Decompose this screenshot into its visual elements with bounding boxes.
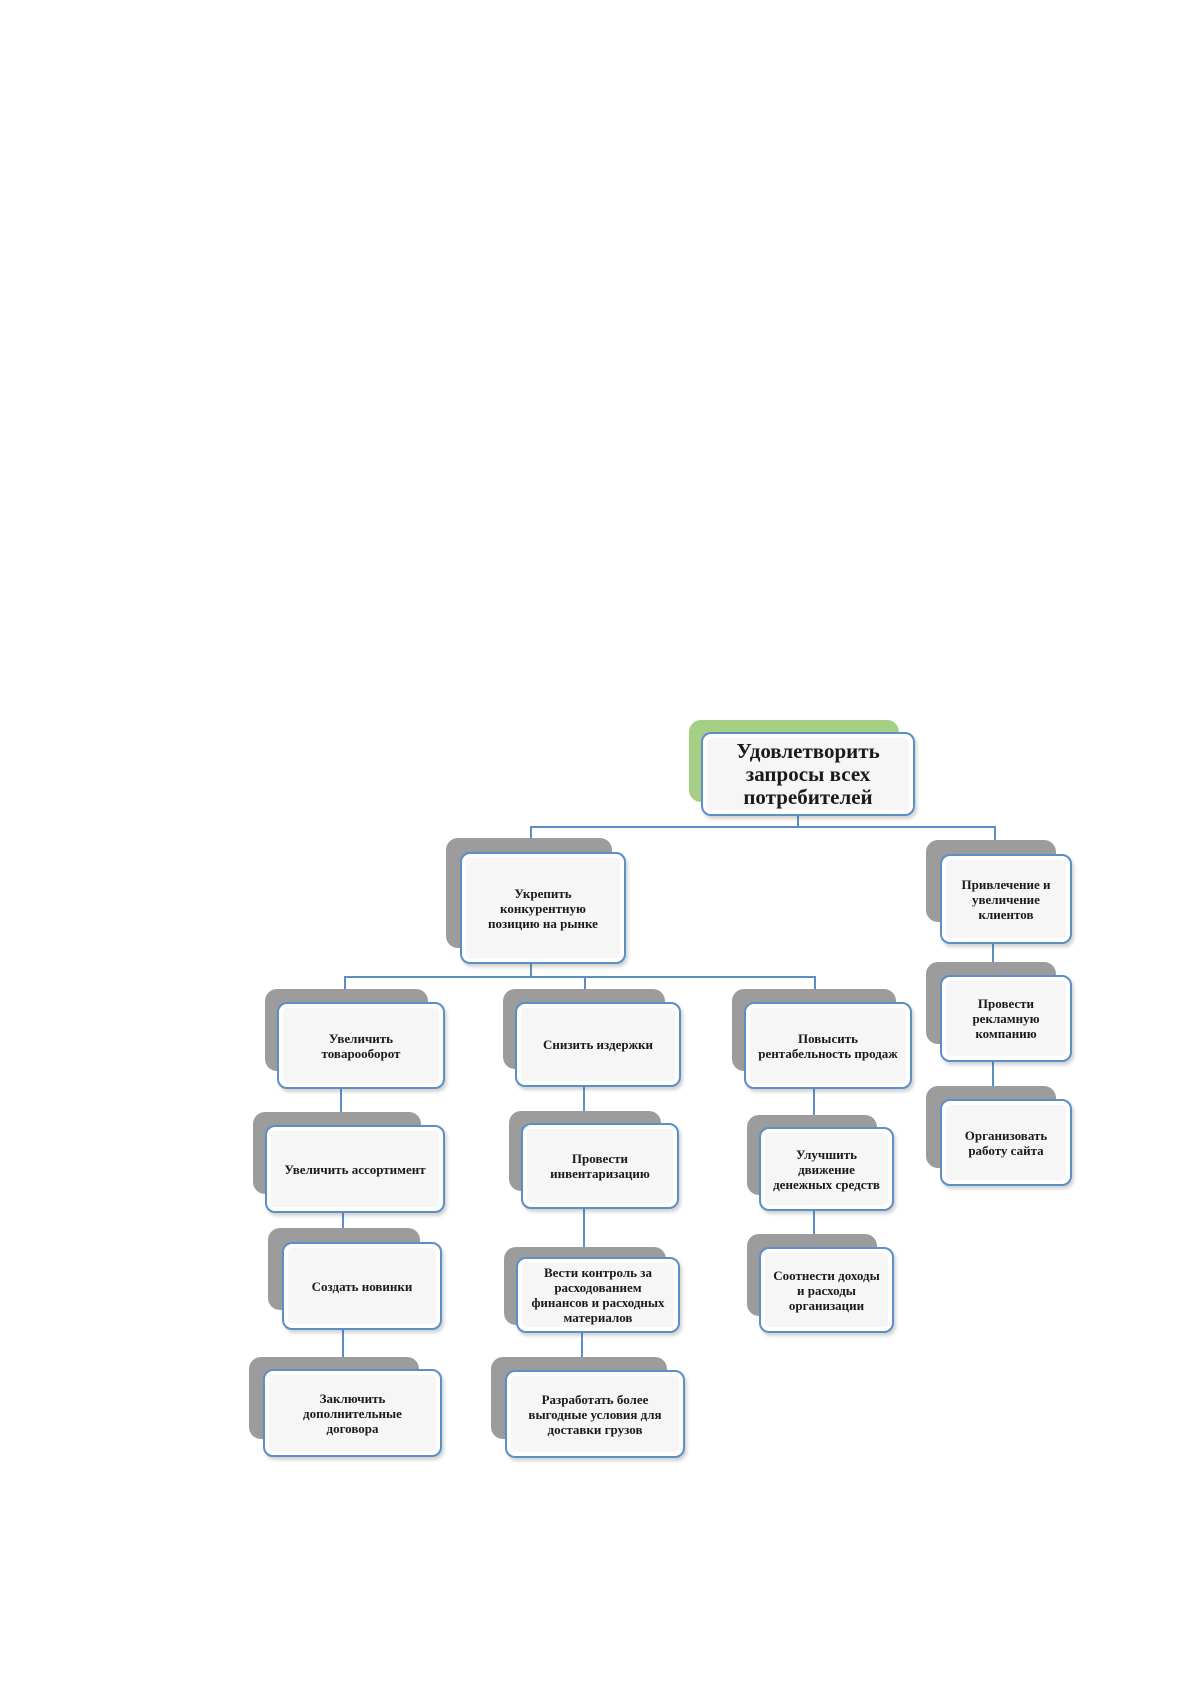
goal-label: Привлечение и увеличение клиентов (961, 876, 1051, 922)
connector (342, 1213, 344, 1228)
goal-node-reduce-costs: Снизить издержки (503, 989, 681, 1087)
goal-label: Укрепить конкурентную позицию на рынке (488, 885, 598, 931)
node-card: Соотнести доходы и расходы организации (759, 1247, 894, 1333)
connector (344, 976, 816, 978)
connector (583, 1087, 585, 1111)
connector (583, 1209, 585, 1247)
connector (814, 976, 816, 989)
node-card: Улучшить движение денежных средств (759, 1127, 894, 1211)
connector (530, 962, 532, 977)
node-card: Провести инвентаризацию (521, 1123, 679, 1209)
node-card: Привлечение и увеличение клиентов (940, 854, 1072, 944)
connector (813, 1089, 815, 1115)
goal-node-increase-turnover: Увеличить товарооборот (265, 989, 445, 1089)
connector (797, 814, 799, 828)
goal-node-increase-assortment: Увеличить ассортимент (253, 1112, 445, 1213)
node-card: Организовать работу сайта (940, 1099, 1072, 1186)
node-card: Увеличить ассортимент (265, 1125, 445, 1213)
node-card: Увеличить товарооборот (277, 1002, 445, 1089)
goal-node-delivery-conditions: Разработать более выгодные условия для д… (491, 1357, 685, 1458)
node-card: Повысить рентабельность продаж (744, 1002, 912, 1089)
connector (994, 826, 996, 840)
root-goal-node: Удовлетворить запросы всех потребителей (689, 720, 915, 816)
goal-label: Снизить издержки (542, 1037, 654, 1052)
goal-label: Повысить рентабельность продаж (758, 1030, 898, 1061)
node-card: Вести контроль за расходованием финансов… (516, 1257, 680, 1333)
goal-label: Заключить дополнительные договора (303, 1390, 402, 1436)
connector (342, 1330, 344, 1357)
connector (344, 976, 346, 989)
goal-node-increase-profitability: Повысить рентабельность продаж (732, 989, 912, 1089)
connector (813, 1211, 815, 1248)
node-card: Снизить издержки (515, 1002, 681, 1087)
connector (530, 826, 996, 828)
goal-node-additional-contracts: Заключить дополнительные договора (249, 1357, 442, 1457)
connector (992, 941, 994, 979)
goal-node-advertising-campaign: Провести рекламную компанию (926, 962, 1072, 1062)
goal-node-website: Организовать работу сайта (926, 1086, 1072, 1186)
goal-label: Провести инвентаризацию (550, 1151, 650, 1181)
goal-label: Вести контроль за расходованием финансов… (531, 1265, 665, 1325)
goal-node-cash-flow: Улучшить движение денежных средств (747, 1115, 894, 1211)
node-card: Удовлетворить запросы всех потребителей (701, 732, 915, 816)
goal-node-create-novelties: Создать новинки (268, 1228, 442, 1330)
connector (584, 976, 586, 989)
goal-label: Разработать более выгодные условия для д… (528, 1391, 662, 1437)
connector (530, 826, 532, 838)
goal-label: Провести рекламную компанию (972, 996, 1040, 1041)
goal-label: Организовать работу сайта (964, 1127, 1048, 1158)
node-card: Создать новинки (282, 1242, 442, 1330)
node-card: Укрепить конкурентную позицию на рынке (460, 852, 626, 964)
goal-node-competitive-position: Укрепить конкурентную позицию на рынке (446, 838, 626, 964)
root-goal-label: Удовлетворить запросы всех потребителей (736, 738, 880, 809)
goal-label: Соотнести доходы и расходы организации (773, 1267, 880, 1313)
goal-label: Улучшить движение денежных средств (773, 1146, 880, 1192)
connector (581, 1333, 583, 1357)
node-card: Провести рекламную компанию (940, 975, 1072, 1062)
goal-node-attract-clients: Привлечение и увеличение клиентов (926, 840, 1072, 944)
node-card: Разработать более выгодные условия для д… (505, 1370, 685, 1458)
goal-label: Увеличить ассортимент (284, 1161, 426, 1177)
connector (992, 1062, 994, 1100)
goal-label: Увеличить товарооборот (321, 1030, 401, 1061)
goal-label: Создать новинки (311, 1278, 413, 1294)
goal-node-income-expenses: Соотнести доходы и расходы организации (747, 1234, 894, 1333)
goal-node-expense-control: Вести контроль за расходованием финансов… (504, 1247, 680, 1333)
connector (340, 1089, 342, 1113)
node-card: Заключить дополнительные договора (263, 1369, 442, 1457)
goal-node-inventory: Провести инвентаризацию (509, 1111, 679, 1209)
